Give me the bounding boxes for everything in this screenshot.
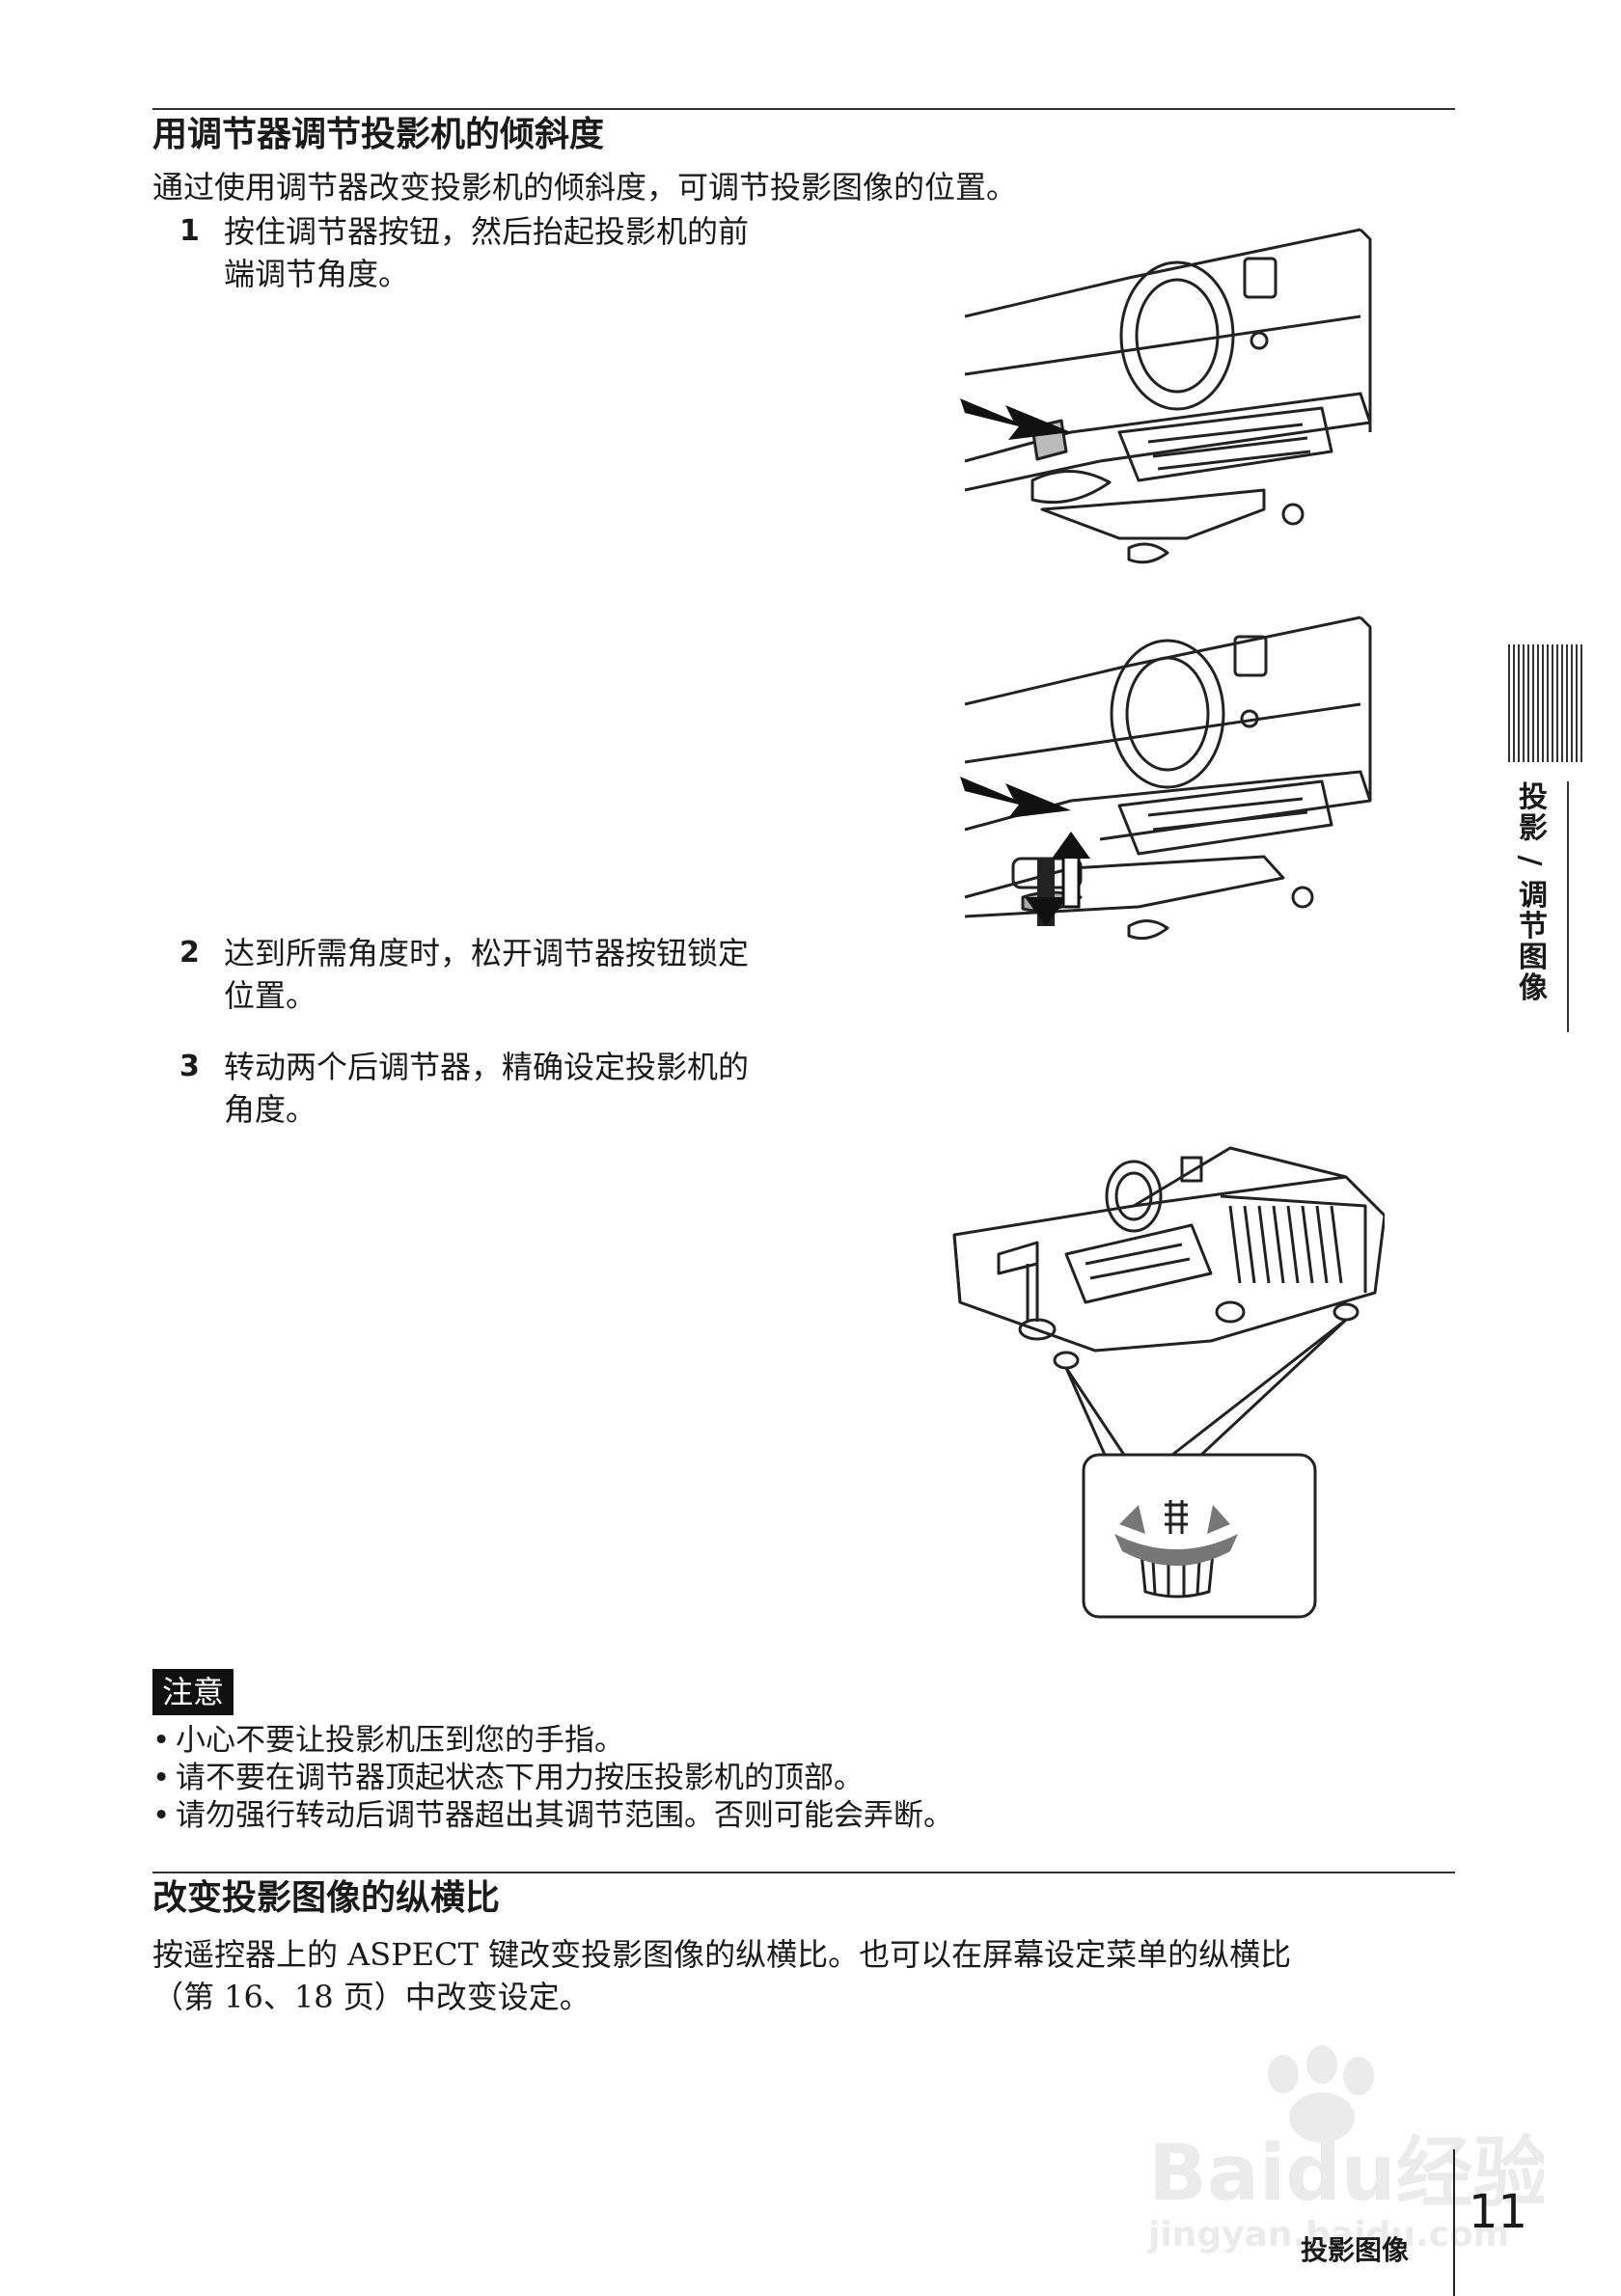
step-2: 2 达到所需角度时，松开调节器按钮锁定位置。 bbox=[179, 932, 778, 1017]
section2-body-line1: 按遥控器上的 ASPECT 键改变投影图像的纵横比。也可以在屏幕设定菜单的纵横比 bbox=[152, 1936, 1292, 1973]
bullet-icon: • bbox=[152, 1723, 171, 1758]
step-1: 1 按住调节器按钮，然后抬起投影机的前端调节角度。 bbox=[179, 210, 778, 295]
bullet-icon: • bbox=[152, 1761, 171, 1795]
section2-heading: 改变投影图像的纵横比 bbox=[152, 1878, 501, 1918]
section1-intro: 通过使用调节器改变投影机的倾斜度，可调节投影图像的位置。 bbox=[152, 169, 1018, 205]
rear-adjuster-rotate-illustration bbox=[952, 1146, 1385, 1619]
step-3-number: 3 bbox=[179, 1050, 200, 1083]
side-tab-line bbox=[1567, 781, 1569, 1032]
step-3-text: 转动两个后调节器，精确设定投影机的角度。 bbox=[224, 1049, 750, 1128]
note-item: •小心不要让投影机压到您的手指。 bbox=[152, 1722, 953, 1760]
step-1-number: 1 bbox=[179, 214, 200, 248]
page-number: 11 bbox=[1469, 2185, 1528, 2239]
section1-top-rule bbox=[152, 108, 1455, 110]
note-item: •请不要在调节器顶起状态下用力按压投影机的顶部。 bbox=[152, 1760, 953, 1797]
step-1-text: 按住调节器按钮，然后抬起投影机的前端调节角度。 bbox=[224, 213, 750, 292]
watermark: Baidu经验 jingyan.baidu.com bbox=[1146, 2045, 1544, 2255]
paw-logo-icon bbox=[1268, 2045, 1374, 2143]
section1-heading: 用调节器调节投影机的倾斜度 bbox=[152, 115, 605, 154]
step-2-text: 达到所需角度时，松开调节器按钮锁定位置。 bbox=[224, 935, 750, 1014]
bullet-icon: • bbox=[152, 1798, 171, 1833]
side-tab-label: 投影 / 调节图像 bbox=[1513, 781, 1547, 1003]
note-item-text: 请勿强行转动后调节器超出其调节范围。否则可能会弄断。 bbox=[176, 1798, 953, 1833]
footer-section-label: 投影图像 bbox=[1301, 2234, 1410, 2266]
note-item-text: 小心不要让投影机压到您的手指。 bbox=[176, 1723, 624, 1758]
step-3: 3 转动两个后调节器，精确设定投影机的角度。 bbox=[179, 1046, 778, 1131]
note-item-text: 请不要在调节器顶起状态下用力按压投影机的顶部。 bbox=[176, 1761, 864, 1795]
note-list: •小心不要让投影机压到您的手指。 •请不要在调节器顶起状态下用力按压投影机的顶部… bbox=[152, 1722, 953, 1835]
section2-body-line2: （第 16、18 页）中改变设定。 bbox=[152, 1979, 591, 2015]
section2-top-rule bbox=[152, 1872, 1455, 1873]
footer-rule bbox=[1453, 2149, 1455, 2296]
watermark-brand: Baidu经验 bbox=[1148, 2128, 1544, 2218]
side-tab-stripes bbox=[1508, 644, 1583, 762]
step-2-number: 2 bbox=[179, 936, 200, 970]
note-item: •请勿强行转动后调节器超出其调节范围。否则可能会弄断。 bbox=[152, 1797, 953, 1835]
projector-raise-front-illustration bbox=[960, 615, 1372, 941]
watermark-url: jingyan.baidu.com bbox=[1146, 2215, 1509, 2255]
note-badge: 注意 bbox=[152, 1669, 234, 1715]
projector-press-button-illustration bbox=[960, 228, 1372, 564]
